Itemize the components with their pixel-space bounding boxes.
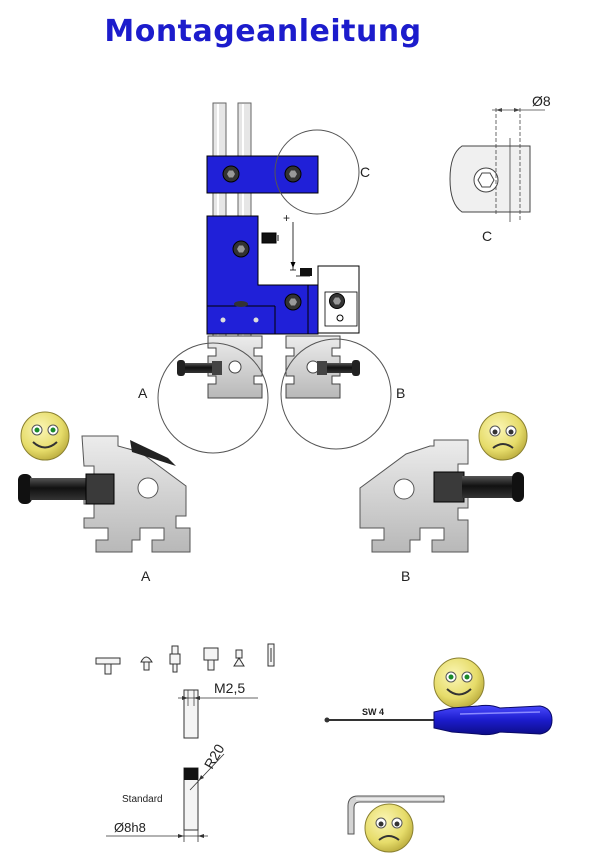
screwdriver-icon: SW 4 (324, 704, 553, 736)
plus-sign-label: + (283, 211, 290, 225)
detail-b-label: B (401, 568, 410, 584)
callout-circle-c (274, 129, 360, 215)
callout-a-label: A (138, 385, 148, 401)
smiley-happy-icon (20, 411, 70, 461)
thread-label: M2,5 (214, 680, 245, 696)
detail-b: B (359, 439, 524, 584)
tool-size-label: SW 4 (362, 707, 384, 717)
detail-a: A (18, 435, 191, 584)
standard-label: Standard (122, 794, 163, 805)
pin-m25: M2,5 (178, 680, 258, 739)
callout-circle-b (280, 338, 392, 450)
pin-standard: R20 Standard Ø8h8 (106, 741, 228, 842)
callout-circle-a (157, 342, 269, 454)
main-assembly: + C A B (138, 102, 405, 454)
pin-variants (95, 643, 275, 675)
diameter-8-label: Ø8 (532, 93, 551, 109)
base-profile-left (207, 335, 263, 399)
radius-label: R20 (201, 741, 228, 771)
bolt-left (177, 360, 222, 376)
detail-c-label: C (482, 228, 492, 244)
bolt-right (317, 360, 360, 376)
hex-key-icon (347, 795, 445, 835)
shaft-diameter-label: Ø8h8 (114, 820, 146, 835)
smiley-sad-icon (364, 803, 414, 853)
detail-a-label: A (141, 568, 151, 584)
detail-c: Ø8 C (449, 93, 551, 244)
base-profile-right (285, 335, 341, 399)
callout-c-label: C (360, 164, 370, 180)
smiley-happy-icon (433, 657, 485, 709)
smiley-sad-icon (478, 411, 528, 461)
page-title: Montageanleitung (104, 14, 422, 49)
callout-b-label: B (396, 385, 405, 401)
